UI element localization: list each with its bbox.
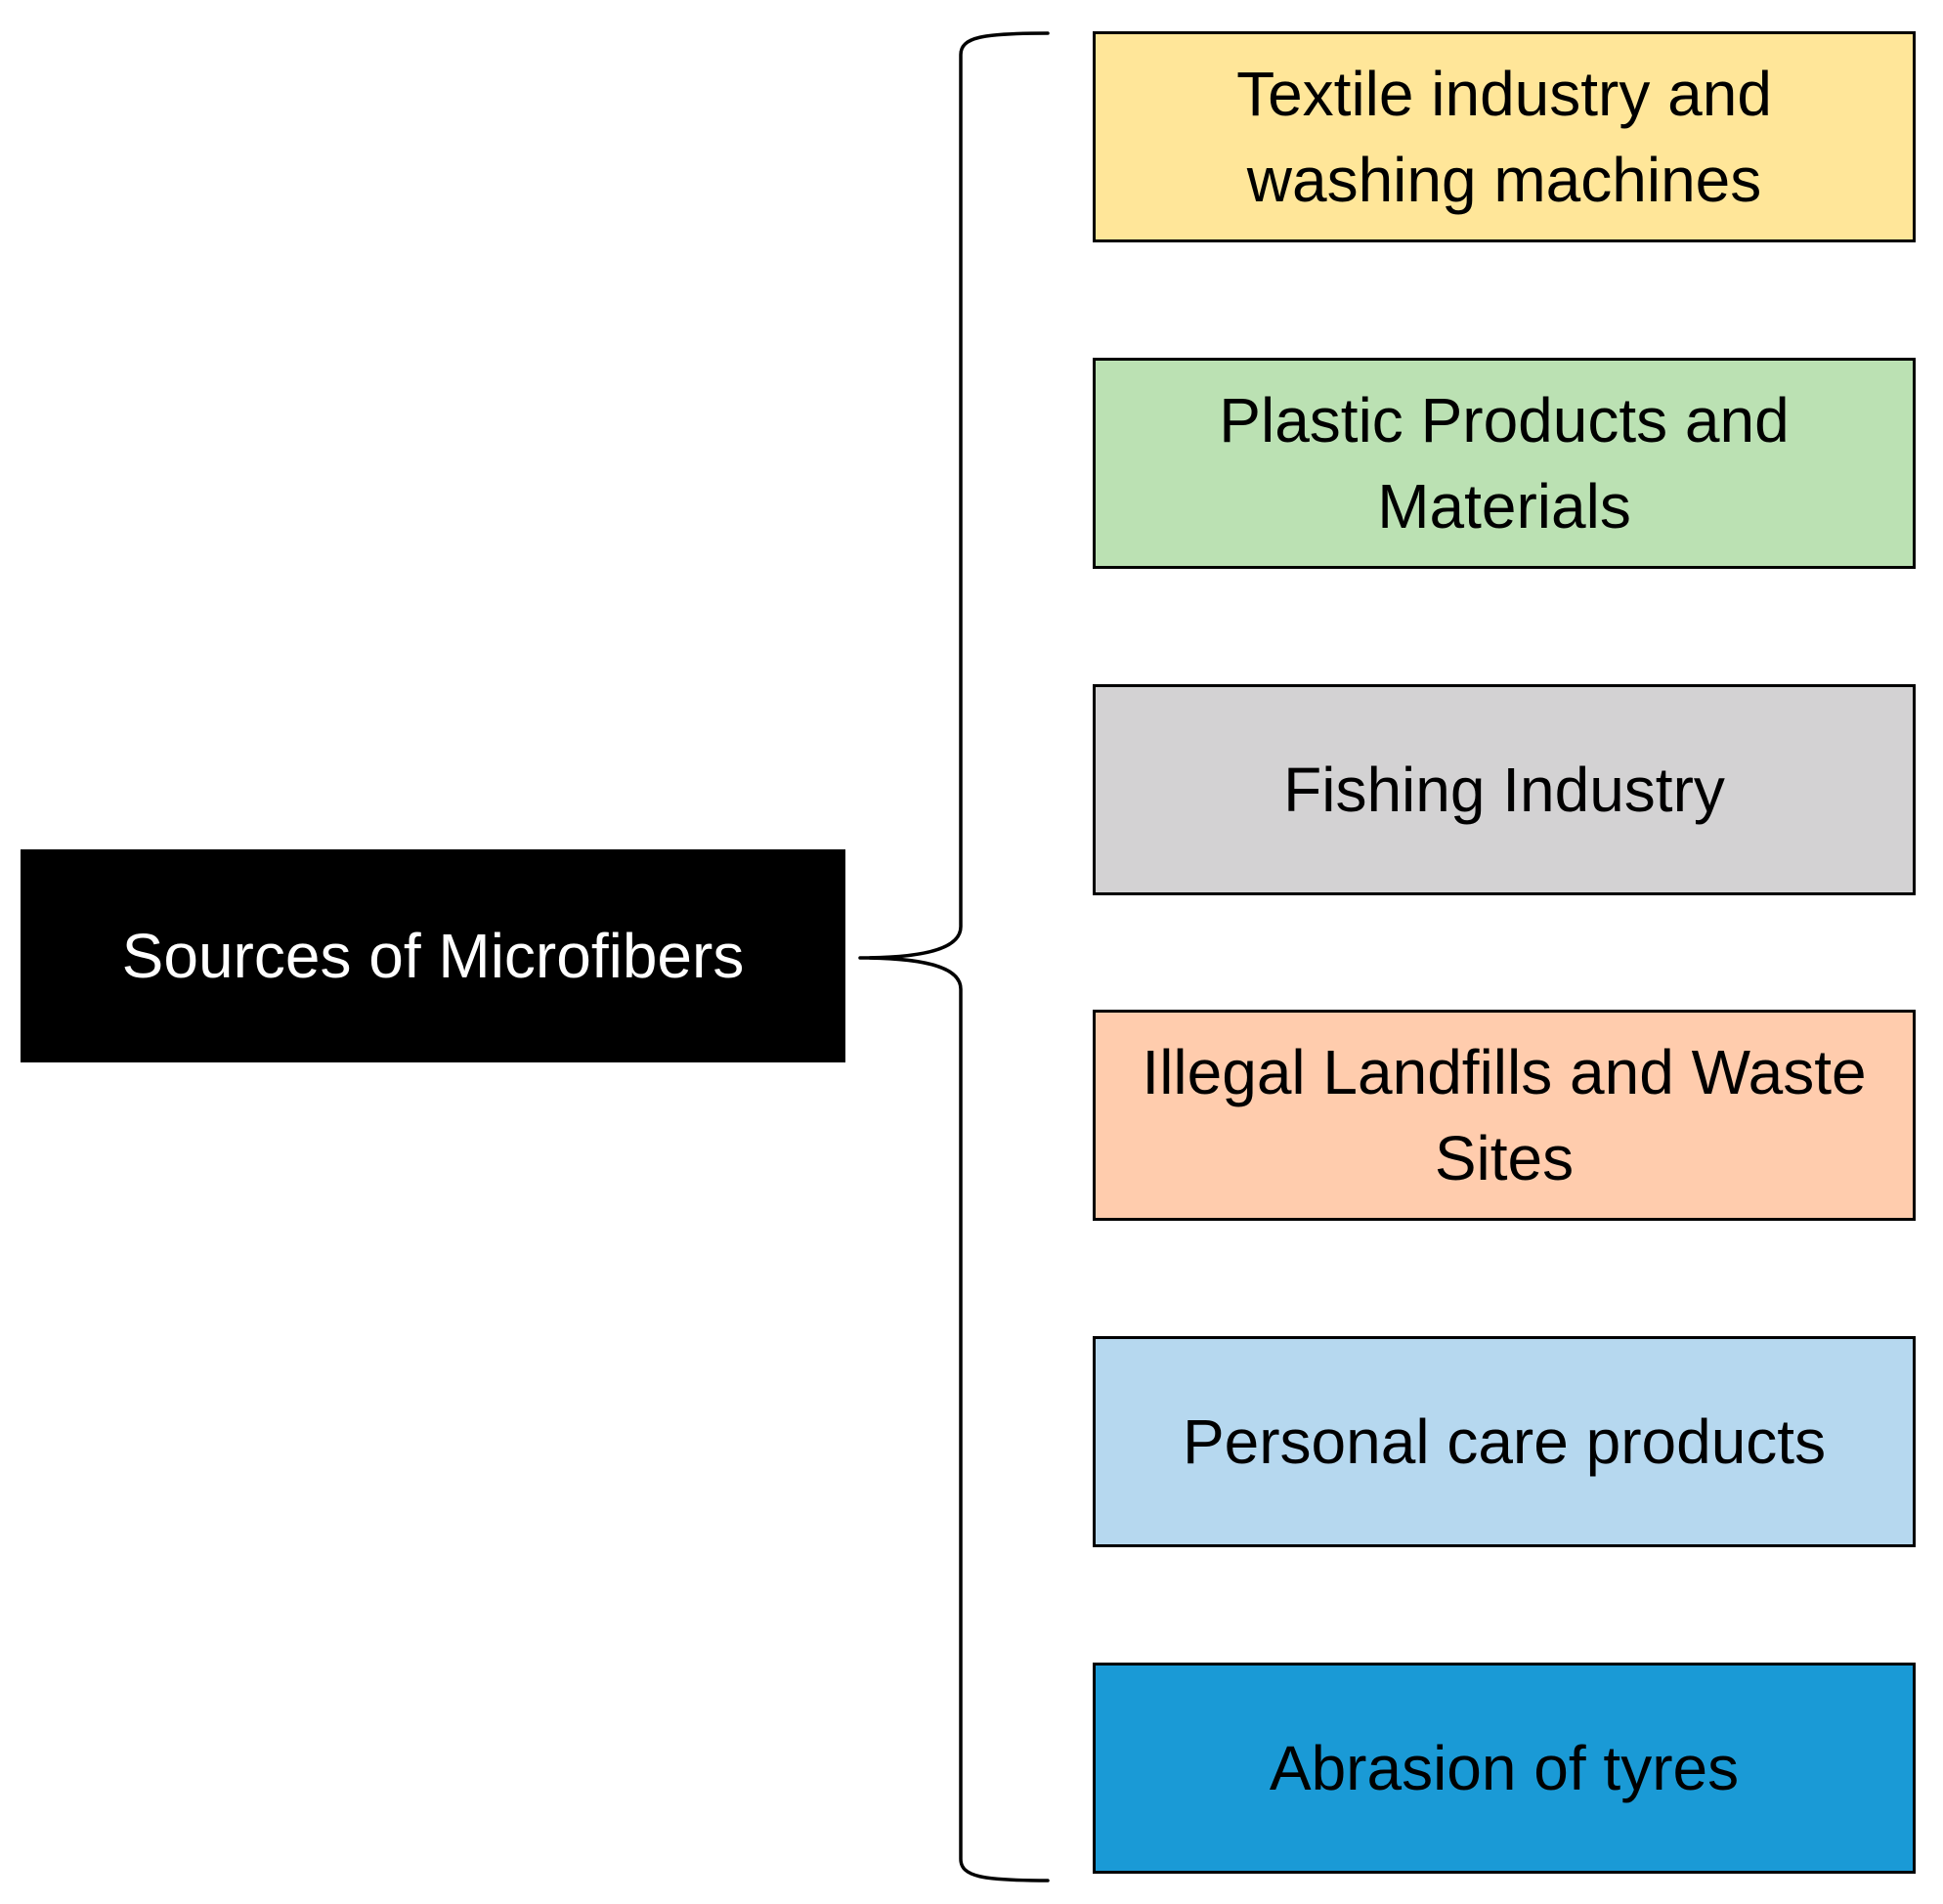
source-label: Personal care products bbox=[1182, 1406, 1827, 1477]
source-box-tyre-abrasion: Abrasion of tyres bbox=[1093, 1663, 1916, 1874]
source-box-plastic-products: Plastic Products and Materials bbox=[1093, 358, 1916, 569]
root-node: Sources of Microfibers bbox=[21, 849, 845, 1062]
root-node-label: Sources of Microfibers bbox=[121, 920, 745, 991]
source-box-personal-care: Personal care products bbox=[1093, 1336, 1916, 1547]
source-box-fishing-industry: Fishing Industry bbox=[1093, 684, 1916, 895]
source-box-illegal-landfills: Illegal Landfills and Waste Sites bbox=[1093, 1010, 1916, 1221]
source-box-textile-industry: Textile industry and washing machines bbox=[1093, 31, 1916, 242]
source-label: Fishing Industry bbox=[1283, 755, 1725, 825]
source-label: Textile industry and washing machines bbox=[1236, 59, 1772, 215]
source-label: Abrasion of tyres bbox=[1269, 1733, 1740, 1803]
source-label: Plastic Products and Materials bbox=[1219, 385, 1790, 541]
source-label: Illegal Landfills and Waste Sites bbox=[1142, 1037, 1867, 1193]
